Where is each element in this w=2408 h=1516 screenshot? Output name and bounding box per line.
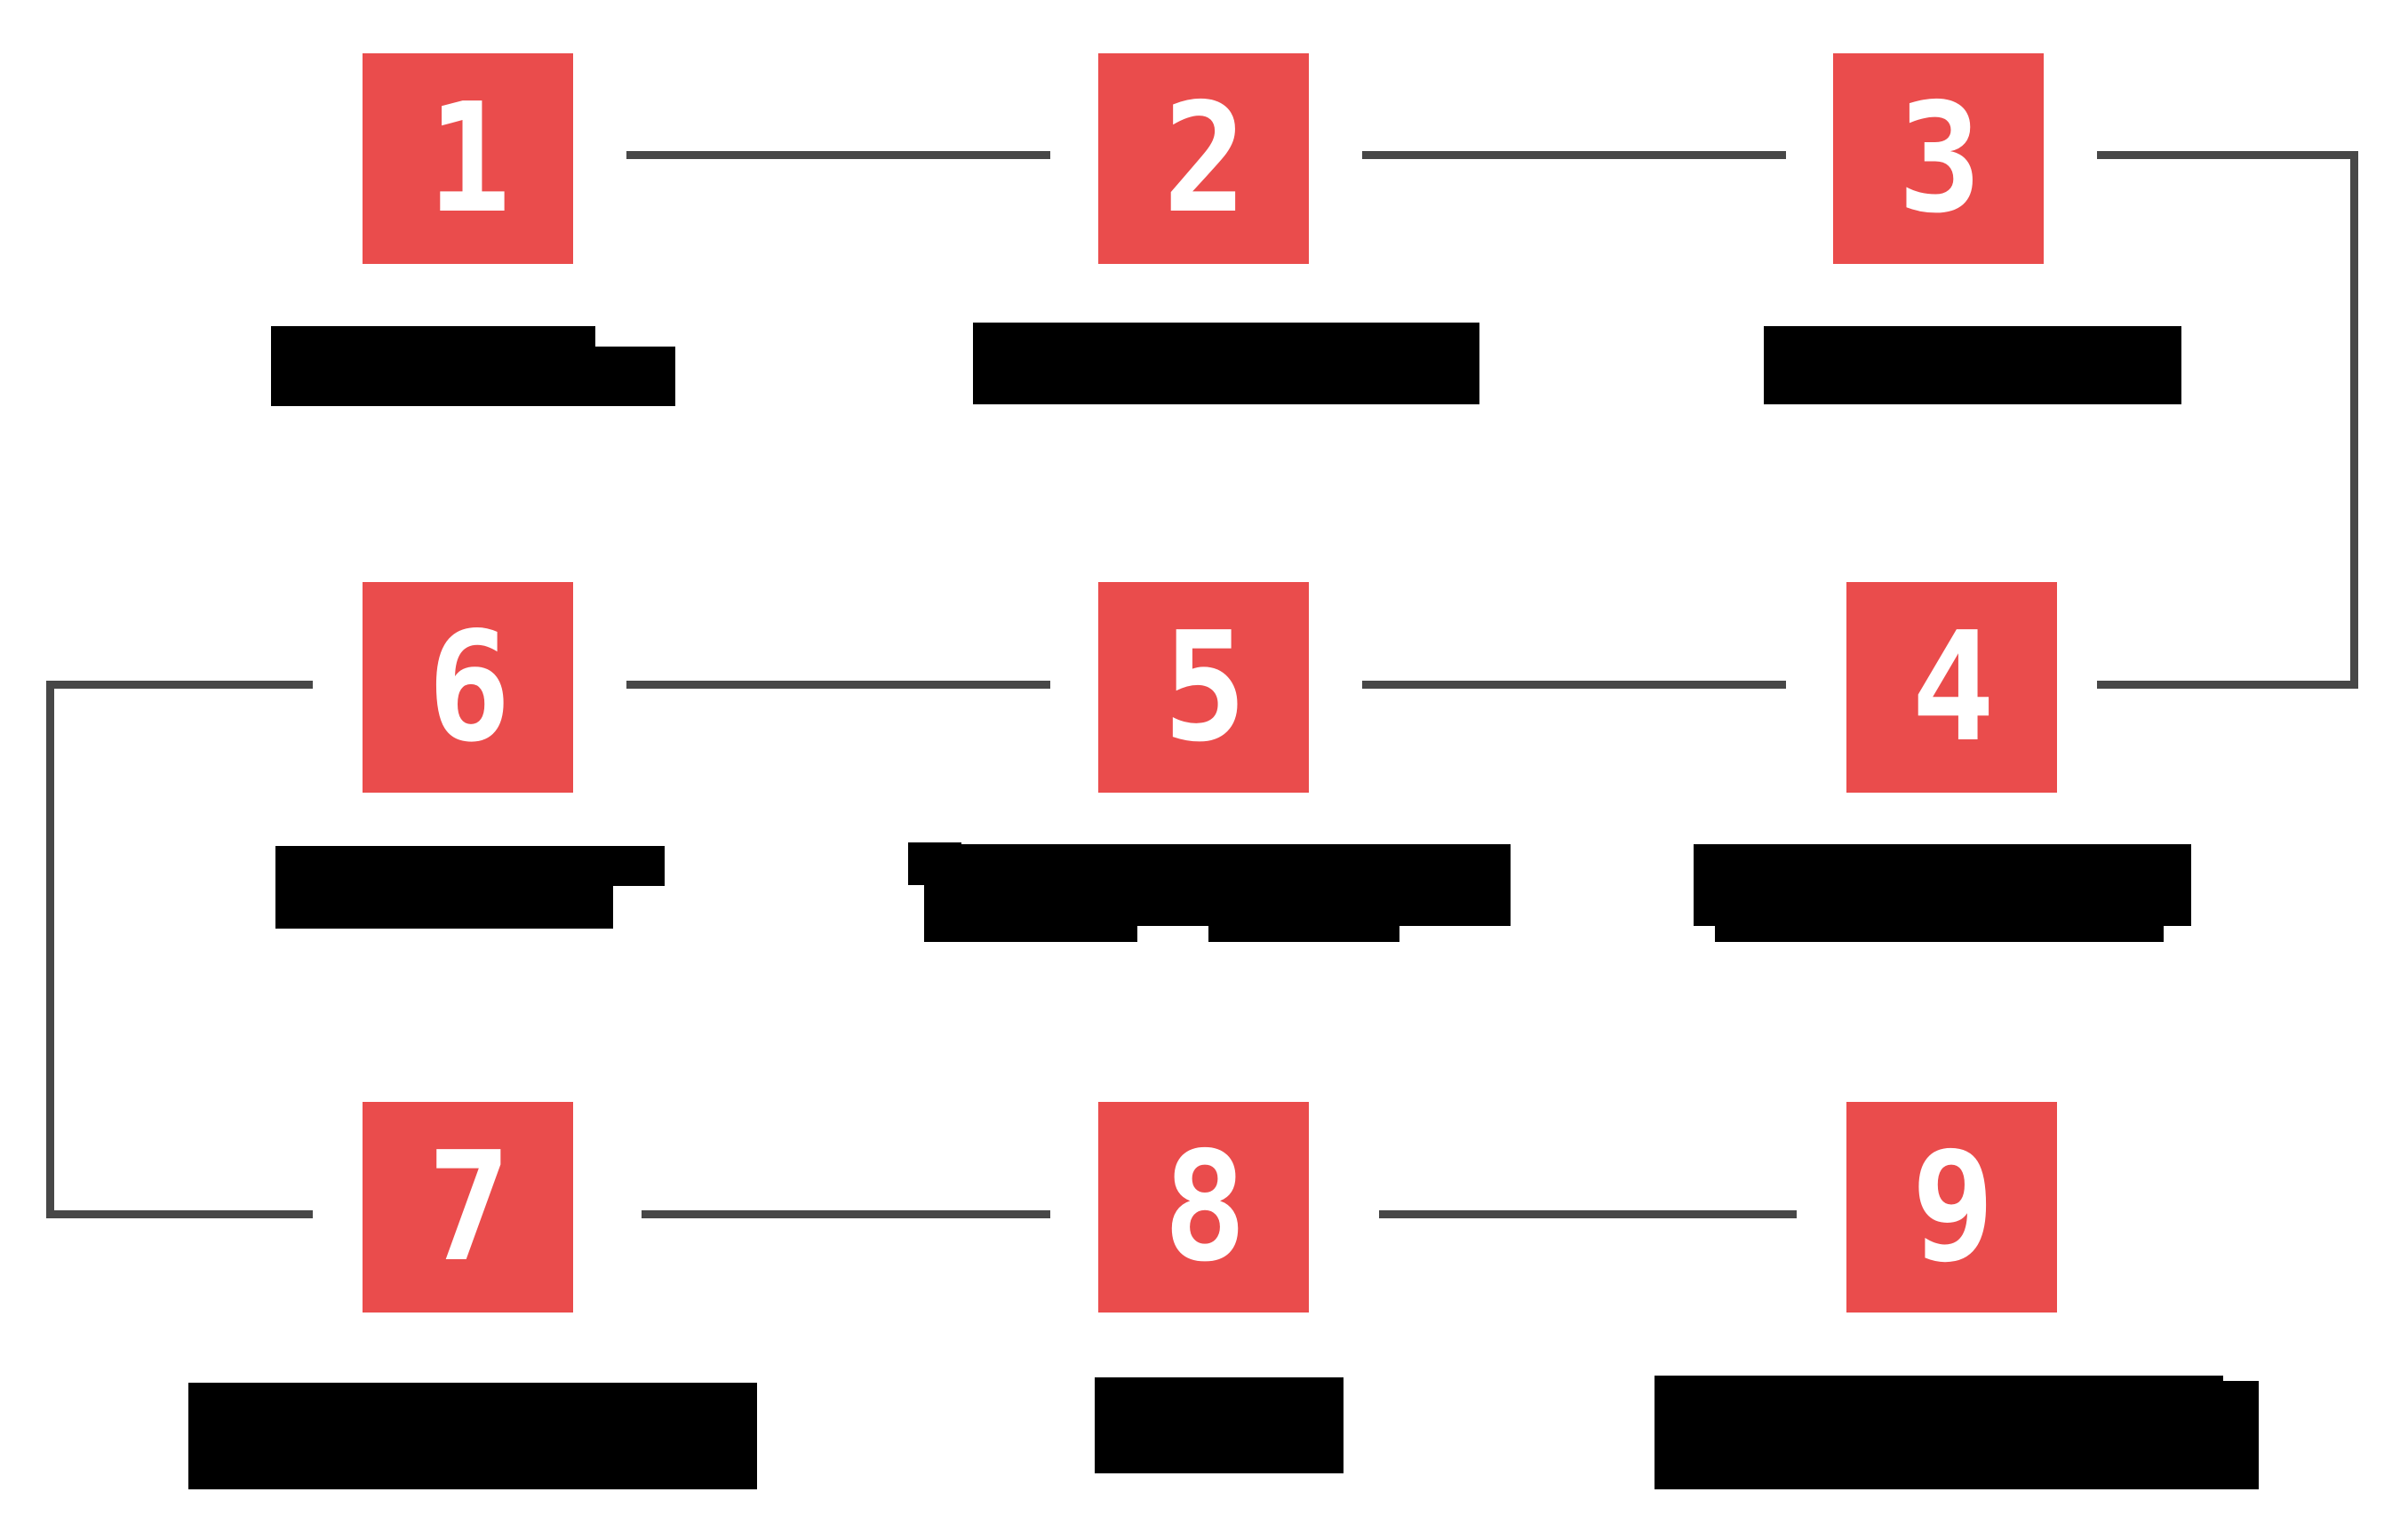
step-box-3[interactable]: 3	[1833, 53, 2044, 264]
step-box-2[interactable]: 2	[1098, 53, 1309, 264]
step-number-4: 4	[1911, 599, 1995, 776]
step-box-7[interactable]: 7	[363, 1102, 573, 1313]
connector-5-to-6	[626, 681, 1050, 689]
step-box-4[interactable]: 4	[1846, 582, 2057, 793]
step-number-6: 6	[427, 599, 511, 776]
step-box-5[interactable]: 5	[1098, 582, 1309, 793]
redacted-caption-3	[1764, 326, 2181, 404]
step-number-8: 8	[1163, 1119, 1247, 1296]
connector-6-to-7-vertical	[46, 681, 54, 1218]
redacted-caption-6-b	[275, 846, 560, 899]
connector-2-to-3	[1362, 151, 1786, 159]
connector-3-to-4-bottom	[2097, 681, 2358, 689]
connector-1-to-2	[626, 151, 1050, 159]
redacted-caption-1-c	[595, 347, 675, 406]
redacted-caption-1-b	[271, 326, 564, 360]
step-box-8[interactable]: 8	[1098, 1102, 1309, 1313]
step-number-7: 7	[427, 1119, 511, 1296]
redacted-caption-2-b	[973, 323, 1275, 354]
step-box-1[interactable]: 1	[363, 53, 573, 264]
step-box-9[interactable]: 9	[1846, 1102, 2057, 1313]
connector-3-to-4-vertical	[2350, 151, 2358, 689]
step-box-6[interactable]: 6	[363, 582, 573, 793]
redacted-caption-5-c	[924, 844, 1137, 942]
connector-6-to-7-bottom	[46, 1210, 313, 1218]
step-number-5: 5	[1163, 599, 1247, 776]
redacted-caption-6-c	[601, 846, 665, 886]
connector-8-to-9	[1379, 1210, 1797, 1218]
redacted-caption-4-b	[1715, 844, 2164, 942]
redacted-caption-8	[1095, 1377, 1344, 1473]
step-number-1: 1	[427, 70, 511, 247]
connector-6-to-7-top	[46, 681, 313, 689]
redacted-caption-7	[188, 1383, 757, 1489]
step-number-3: 3	[1898, 70, 1981, 247]
connector-4-to-5	[1362, 681, 1786, 689]
step-number-9: 9	[1911, 1119, 1995, 1296]
connector-3-to-4-top	[2097, 151, 2358, 159]
connector-7-to-8	[642, 1210, 1050, 1218]
redacted-caption-5-d	[1208, 844, 1399, 942]
redacted-caption-9-b	[1655, 1376, 2223, 1411]
step-number-2: 2	[1163, 70, 1247, 247]
